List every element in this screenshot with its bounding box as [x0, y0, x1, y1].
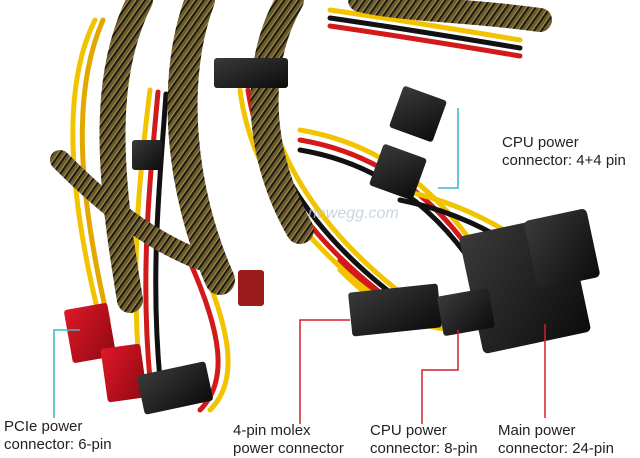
connector-4pin-molex-top — [214, 58, 288, 88]
connector-cpu-small — [132, 140, 264, 306]
braided-sleeves — [50, 0, 552, 313]
leader-molex — [299, 319, 350, 424]
label-cpu-44: CPU power connector: 4+4 pin — [502, 134, 626, 170]
callout-leaders — [53, 108, 546, 424]
label-main-line2: connector: 24-pin — [498, 440, 614, 457]
connector-24pin — [459, 209, 600, 354]
leader-cpu-44 — [438, 108, 459, 189]
label-pcie-line1: PCIe power — [4, 418, 83, 435]
leader-cpu-8 — [421, 330, 459, 424]
watermark-text: newegg.com — [308, 205, 399, 222]
connector-cpu-4plus4 — [369, 86, 447, 200]
label-cpu-8-line2: connector: 8-pin — [370, 440, 478, 457]
label-cpu-8: CPU power connector: 8-pin — [370, 422, 478, 458]
label-molex-line2: power connector — [233, 440, 344, 457]
connector-pcie-6pin — [64, 303, 148, 403]
label-molex: 4-pin molex power connector — [233, 422, 344, 458]
label-cpu-44-line1: CPU power — [502, 134, 579, 151]
label-molex-line1: 4-pin molex — [233, 422, 311, 439]
label-cpu-8-line1: CPU power — [370, 422, 447, 439]
leader-pcie — [53, 329, 80, 418]
label-pcie: PCIe power connector: 6-pin — [4, 418, 112, 454]
label-cpu-44-line2: connector: 4+4 pin — [502, 152, 626, 169]
connector-8pin-cpu — [437, 288, 495, 336]
label-pcie-line2: connector: 6-pin — [4, 436, 112, 453]
label-main-line1: Main power — [498, 422, 576, 439]
connector-molex-bottom — [137, 283, 442, 415]
label-main: Main power connector: 24-pin — [498, 422, 614, 458]
